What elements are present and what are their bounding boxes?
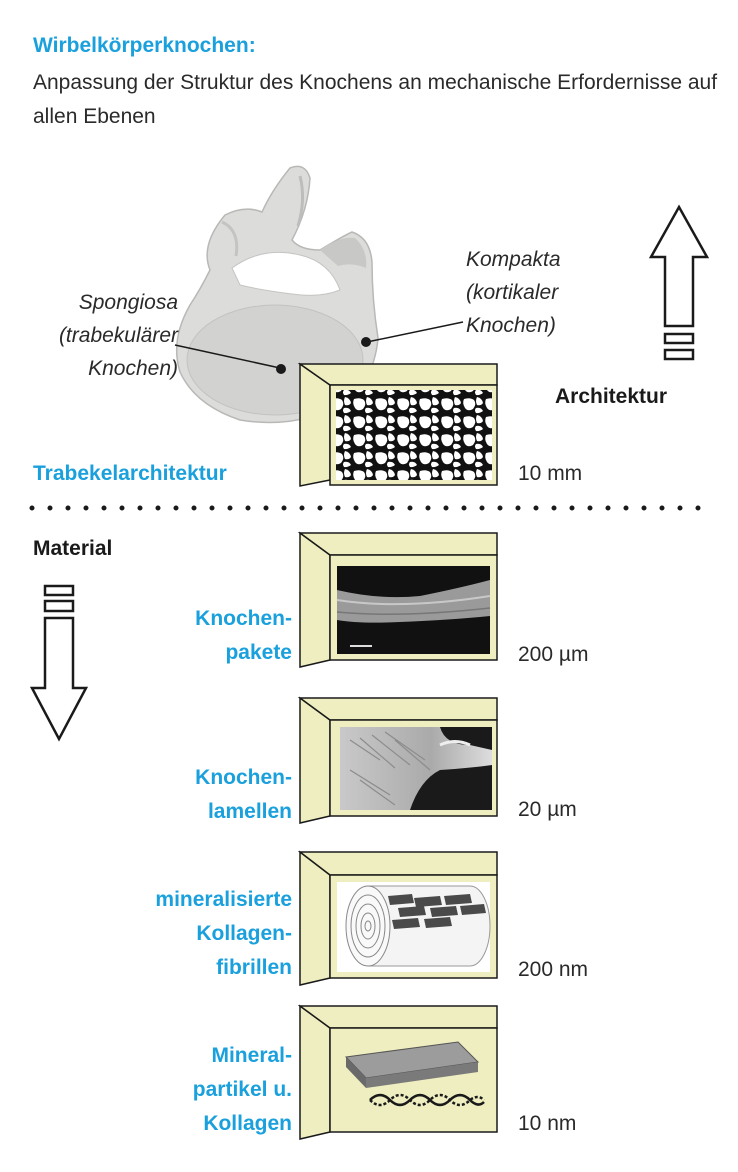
level-lamellae-scale: 20 µm	[518, 798, 577, 821]
vertebra-image	[175, 165, 379, 424]
level-mineral-line-3: Kollagen	[203, 1112, 292, 1135]
spongiosa-dot	[276, 364, 286, 374]
level-fibrils-line-2: Kollagen-	[196, 922, 292, 945]
level-mineral-label: Mineral- partikel u. Kollagen	[60, 1039, 292, 1141]
kompakta-leader	[366, 321, 464, 343]
kompakta-line-3: Knochen)	[466, 314, 556, 337]
level-packets-line-2: pakete	[225, 641, 292, 664]
trabecular-frame	[297, 362, 498, 487]
lamellae-micrograph	[340, 727, 492, 810]
level-mineral-line-2: partikel u.	[192, 1078, 292, 1101]
fibrils-frame	[297, 850, 498, 986]
spongiosa-label: Spongiosa (trabekulärer Knochen)	[34, 286, 178, 385]
level-packets-label: Knochen- pakete	[60, 602, 292, 670]
spongiosa-leader	[174, 344, 281, 369]
lamellar-packets-micrograph	[336, 566, 491, 654]
spongiosa-line-1: Spongiosa	[78, 291, 178, 314]
page-subtitle: Anpassung der Struktur des Knochens an m…	[33, 71, 718, 128]
collagen-fibril-diagram	[337, 882, 491, 972]
trabecular-micrograph	[336, 390, 492, 480]
kompakta-line-1: Kompakta	[466, 248, 561, 271]
lamellae-frame	[297, 696, 498, 824]
level-lamellae-line-2: lamellen	[207, 800, 292, 823]
level-mineral-scale: 10 nm	[518, 1112, 577, 1135]
kompakta-dot	[361, 337, 371, 347]
level-lamellae-line-1: Knochen-	[195, 766, 292, 789]
architecture-label: Architektur	[555, 385, 668, 408]
material-down-arrow	[29, 584, 89, 742]
level-packets-line-1: Knochen-	[195, 607, 292, 630]
level-fibrils-label: mineralisierte Kollagen- fibrillen	[60, 883, 292, 985]
kompakta-line-2: (kortikaler	[466, 281, 559, 304]
packets-frame	[297, 531, 498, 668]
level-fibrils-scale: 200 nm	[518, 958, 589, 981]
mineral-frame	[297, 1004, 498, 1140]
architecture-up-arrow	[648, 204, 710, 361]
level-lamellae-label: Knochen- lamellen	[60, 761, 292, 829]
level-fibrils-line-3: fibrillen	[216, 956, 292, 979]
level-packets-scale: 200 µm	[518, 643, 589, 666]
mineral-particle-diagram	[344, 1041, 485, 1107]
trabecular-scale: 10 mm	[518, 462, 583, 485]
spongiosa-line-3: Knochen)	[88, 357, 178, 380]
spongiosa-line-2: (trabekulärer	[58, 324, 178, 347]
level-mineral-line-1: Mineral-	[211, 1044, 292, 1067]
page-title: Wirbelkörperknochen:	[33, 34, 256, 57]
material-label: Material	[33, 537, 113, 560]
level-fibrils-line-1: mineralisierte	[155, 888, 292, 911]
trabecular-label: Trabekelarchitektur	[33, 462, 227, 485]
kompakta-label: Kompakta (kortikaler Knochen)	[466, 243, 616, 342]
